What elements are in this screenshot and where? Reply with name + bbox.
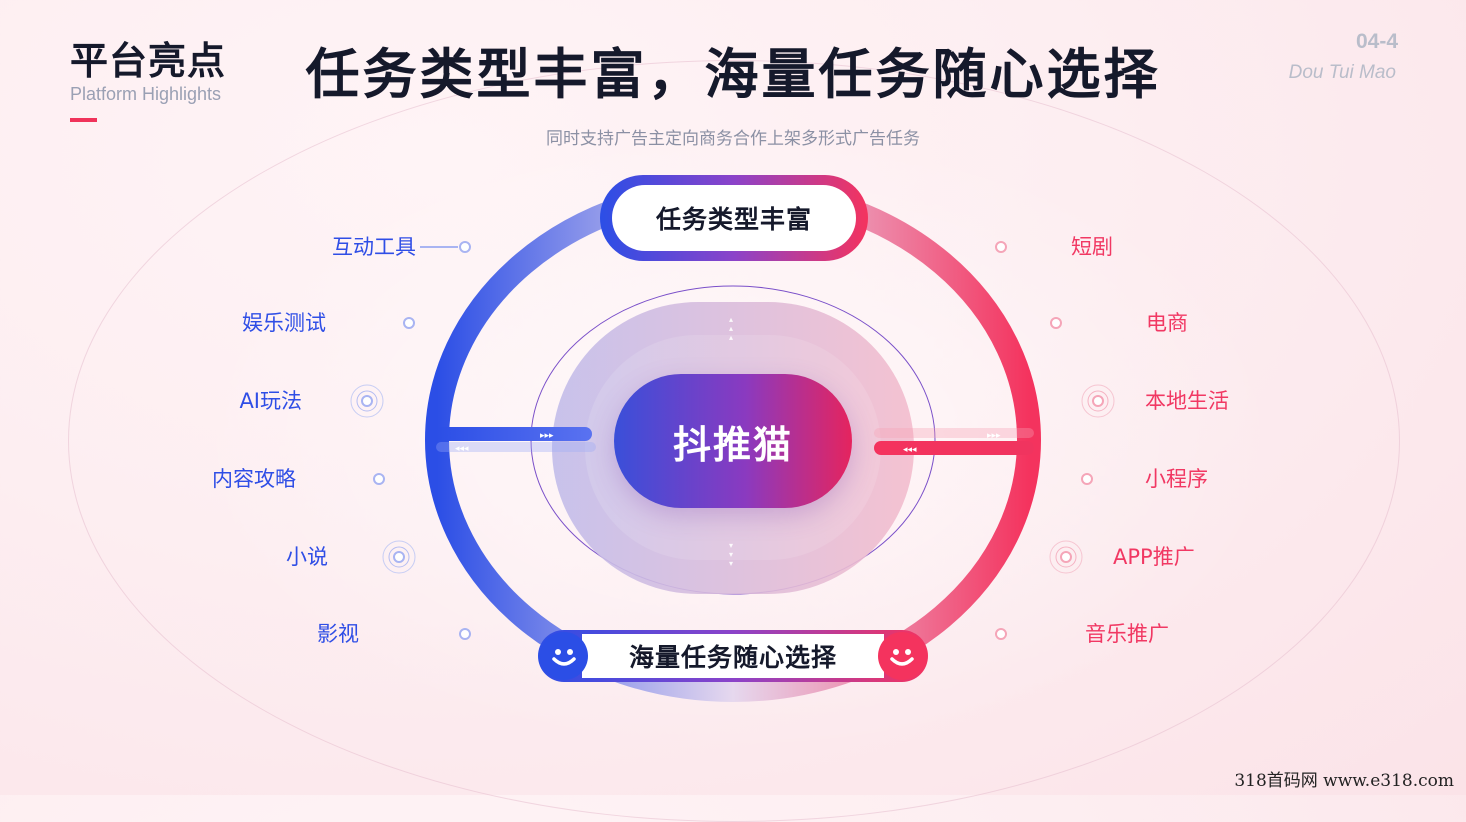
svg-text:▴: ▴ (729, 324, 733, 333)
left-connectors (150, 241, 471, 640)
right-connectors (995, 241, 1325, 640)
page-title: 任务类型丰富，海量任务随心选择 (305, 43, 1161, 106)
top-label-pill: 任务类型丰富 (600, 175, 868, 261)
brand-title: 平台亮点 (70, 39, 227, 83)
page-subtitle: 同时支持广告主定向商务合作上架多形式广告任务 (546, 129, 920, 149)
left-connector-bar (436, 427, 592, 441)
brand-accent-bar (70, 118, 97, 122)
right-item-local-life: 本地生活 (1145, 389, 1229, 413)
bottom-label: 海量任务随心选择 (628, 643, 837, 672)
right-item-music-promotion: 音乐推广 (1085, 622, 1169, 646)
page-brand: Dou Tui Mao (1288, 62, 1396, 83)
svg-text:◂◂◂: ◂◂◂ (903, 445, 917, 455)
right-item-mini-program: 小程序 (1145, 467, 1208, 491)
right-item-ecommerce: 电商 (1146, 311, 1188, 335)
left-item-film: 影视 (317, 622, 359, 646)
right-item-app-promotion: APP推广 (1113, 545, 1195, 569)
svg-text:▴: ▴ (729, 315, 733, 324)
left-item-content-guides: 内容攻略 (212, 467, 296, 491)
right-item-short-drama: 短剧 (1071, 235, 1113, 259)
svg-text:▸▸▸: ▸▸▸ (987, 431, 1001, 441)
left-item-ai-play: AI玩法 (239, 389, 302, 413)
brand-subtitle: Platform Highlights (70, 84, 222, 104)
left-item-interactive-tools: 互动工具 (332, 235, 416, 259)
watermark: 318首码网 www.e318.com (1234, 771, 1454, 791)
top-label: 任务类型丰富 (655, 205, 812, 234)
svg-text:▾: ▾ (729, 550, 733, 559)
smiley-right-icon (878, 632, 926, 680)
svg-text:◂◂◂: ◂◂◂ (455, 444, 469, 454)
page-number: 04-4 (1355, 30, 1398, 53)
svg-text:▾: ▾ (729, 559, 733, 568)
bottom-label-pill: 海量任务随心选择 (538, 630, 928, 682)
svg-text:▸▸▸: ▸▸▸ (540, 431, 554, 441)
svg-text:▴: ▴ (729, 333, 733, 342)
svg-text:▾: ▾ (729, 541, 733, 550)
left-item-entertainment-test: 娱乐测试 (242, 311, 326, 335)
center-brand-label: 抖推猫 (672, 422, 793, 467)
smiley-left-icon (540, 632, 588, 680)
right-connector-bar (874, 441, 1034, 455)
left-item-novels: 小说 (286, 545, 328, 569)
center-brand-pill: 抖推猫 (614, 374, 852, 508)
